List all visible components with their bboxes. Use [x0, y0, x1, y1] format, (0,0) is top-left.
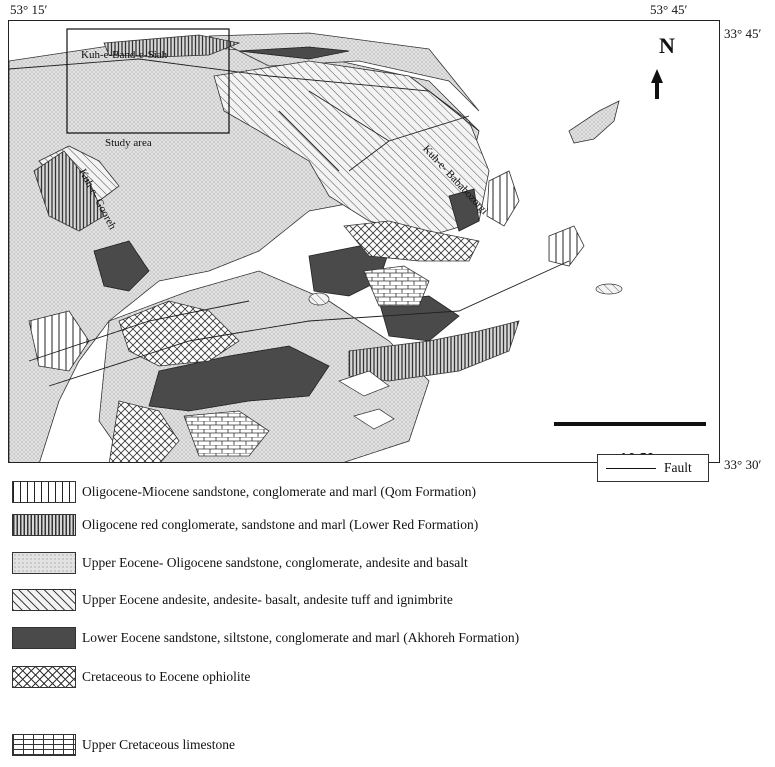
unit-dense-north: [103, 34, 241, 58]
unit-stipple-east-island: [568, 100, 620, 144]
unit-island-1: [595, 283, 623, 295]
legend-item-qom: Oligocene-Miocene sandstone, conglomerat…: [12, 481, 476, 503]
unit-cross-central: [343, 220, 480, 262]
legend-label: Upper Eocene- Oligocene sandstone, congl…: [82, 555, 468, 570]
unit-cross-south: [118, 300, 240, 367]
legend-item-upper-eocene-oligocene: Upper Eocene- Oligocene sandstone, congl…: [12, 552, 468, 574]
legend-item-ophiolite: Cretaceous to Eocene ophiolite: [12, 666, 250, 688]
label-band-e-siah: Kuh-e-Band-e-Siah: [81, 49, 168, 61]
legend-swatch-crosshatch: [12, 666, 76, 688]
legend-label: Oligocene red conglomerate, sandstone an…: [82, 517, 479, 532]
coord-right-bottom: 33° 30′: [724, 457, 762, 472]
legend-item-limestone: Upper Cretaceous limestone: [12, 734, 235, 756]
coord-right-top: 33° 45′: [724, 26, 762, 41]
legend-label: Cretaceous to Eocene ophiolite: [82, 669, 251, 684]
legend-swatch-diagonal: [12, 589, 76, 611]
legend-label: Upper Cretaceous limestone: [82, 737, 235, 752]
legend-swatch-dense-vertical: [12, 514, 76, 536]
legend-swatch-brick: [12, 734, 76, 756]
legend-swatch-solid-dark: [12, 627, 76, 649]
legend-label: Oligocene-Miocene sandstone, conglomerat…: [82, 484, 477, 499]
study-area-box: [66, 28, 230, 134]
unit-sparse-east2: [548, 225, 585, 267]
unit-cross-south2: [108, 400, 180, 462]
fault-line-sample: [606, 467, 656, 469]
label-study-area: Study area: [105, 137, 152, 149]
legend-label: Upper Eocene andesite, andesite- basalt,…: [82, 592, 453, 607]
legend-item-lower-red: Oligocene red conglomerate, sandstone an…: [12, 514, 478, 536]
unit-sparse-east: [486, 170, 520, 227]
unit-dark-west: [93, 240, 150, 292]
unit-dark-south: [148, 345, 330, 412]
legend-item-akhoreh: Lower Eocene sandstone, siltstone, congl…: [12, 627, 519, 649]
unit-brick-central: [363, 265, 430, 307]
geological-map[interactable]: Kuh-e-Band-e-Siah Study area Kuh-e- Baba…: [8, 20, 720, 463]
legend-label: Lower Eocene sandstone, siltstone, congl…: [82, 630, 520, 645]
fault-label: Fault: [664, 460, 692, 475]
north-label: N: [659, 33, 675, 58]
north-arrow-icon: [651, 69, 663, 99]
map-canvas: [9, 28, 706, 462]
unit-brick-south: [183, 410, 270, 457]
legend-item-upper-eocene-andesite: Upper Eocene andesite, andesite- basalt,…: [12, 589, 453, 611]
unit-island-2: [308, 292, 330, 306]
fault-lines: [9, 58, 570, 387]
unit-island-3: [338, 370, 390, 397]
unit-island-4: [353, 408, 395, 430]
unit-dark-east2: [448, 188, 480, 232]
coord-top-right: 53° 45′: [650, 2, 688, 17]
legend-swatch-stipple: [12, 552, 76, 574]
unit-dense-west: [33, 150, 105, 232]
coord-top-left: 53° 15′: [10, 2, 48, 17]
legend-swatch-sparse-vertical: [12, 481, 76, 503]
legend-fault: Fault: [597, 454, 709, 482]
unit-dark-north: [238, 46, 350, 60]
